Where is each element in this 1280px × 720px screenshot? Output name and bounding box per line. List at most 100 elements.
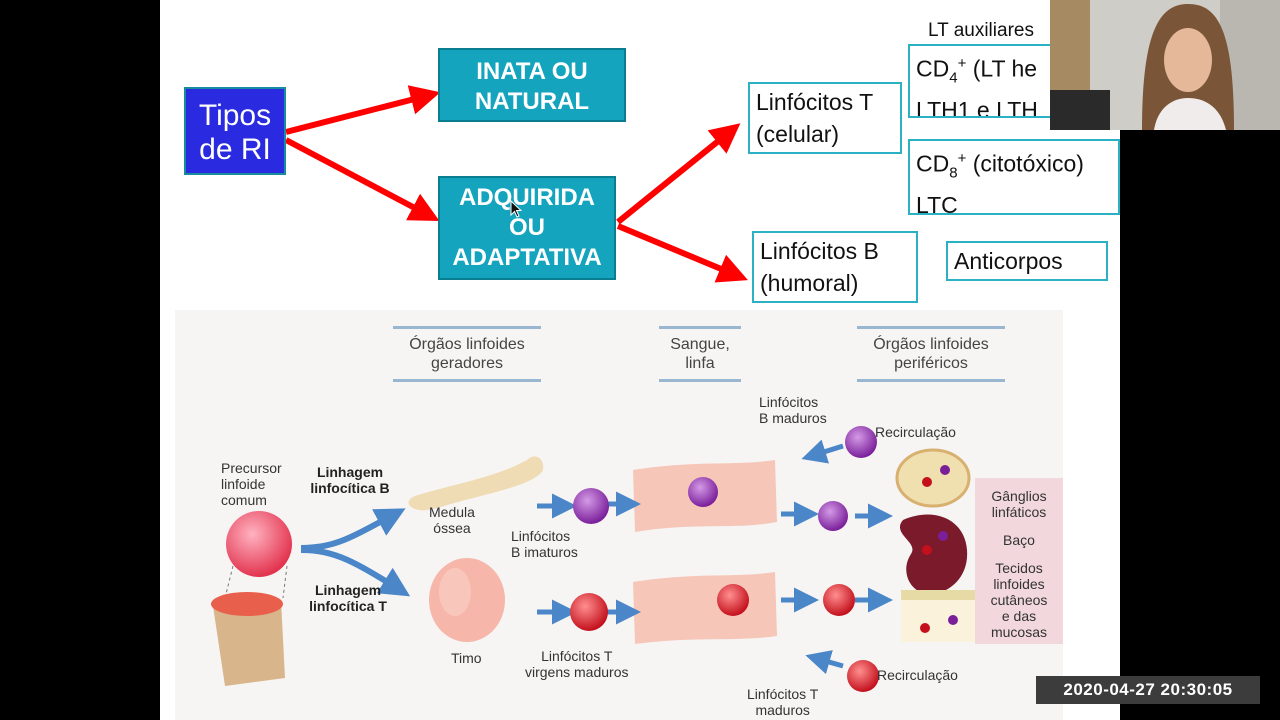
cd4-sup: + [957,55,967,72]
label-b-imaturos: Linfócitos B imaturos [511,528,578,560]
label-recirculacao-top: Recirculação [875,424,956,440]
label-t-maduros-line2: maduros [755,702,810,718]
spleen [899,514,968,595]
tipos-line2: de RI [199,133,271,166]
header-orgaos-perifericos: Órgãos linfoides periféricos [857,326,1005,382]
cd4-line1: CD4+ (LT he [916,48,1112,94]
bone-section [213,600,285,686]
t-cell-exiting [823,584,855,616]
header-perifericos-line2: periféricos [894,355,968,372]
label-t-virgens-line1: Linfócitos T [541,648,613,664]
label-linhagem-b: Linhagem linfocítica B [295,464,405,496]
arrow-to-linfocitos-t [616,123,741,225]
b-cell-immature [573,488,609,524]
label-b-maduros-line2: B maduros [759,410,827,426]
femur-bone [408,456,544,511]
label-b-maduros-line1: Linfócitos [759,394,819,410]
cd4-sub: 4 [949,69,958,87]
inata-box: INATA OU NATURAL [438,48,626,122]
label-recirculacao-bottom: Recirculação [877,667,958,683]
label-t-maduros-line1: Linfócitos T [747,686,819,702]
precursor-cell [226,511,292,577]
header-perifericos-line1: Órgãos linfoides [873,336,989,353]
b-cell-blood [688,477,718,507]
label-t-maduros: Linfócitos T maduros [747,686,818,718]
presenter-video-icon [1050,0,1280,130]
t-cell-mature [847,660,879,692]
cd8-sub: 8 [949,164,958,182]
label-tecidos-line2: linfoides [993,576,1045,592]
b-cell-exiting [818,501,848,531]
linfocitos-t-line1: Linfócitos T [756,89,874,115]
label-precursor: Precursor linfoide comum [221,460,282,508]
cd8-box: CD8+ (citotóxico) LTC [908,139,1120,218]
label-linhagem-t-line1: Linhagem [314,582,382,598]
label-tecidos-line1: Tecidos [995,560,1043,576]
label-ganglios: Gânglios linfáticos [975,488,1063,520]
header-orgaos-geradores: Órgãos linfoides geradores [393,326,541,382]
label-precursor-line2: linfoide [221,476,266,492]
linfocitos-b-line1: Linfócitos B [760,238,879,264]
video-timestamp: 2020-04-27 20:30:05 [1036,676,1260,704]
adquirida-box: ADQUIRIDA OU ADAPTATIVA [438,176,616,280]
cd4-rest: (LT he [966,55,1038,82]
lymphocyte-maturation-figure: Órgãos linfoides geradores Sangue, linfa… [175,310,1063,720]
label-medula: Medula óssea [429,504,475,536]
cd8-prefix: CD [916,150,950,177]
concept-arrows [284,85,748,283]
cd4-prefix: CD [916,55,950,82]
arrow-to-adquirida [284,137,440,222]
arrow-to-linfocitos-b [616,223,748,283]
label-baco: Baço [975,532,1063,548]
label-tecidos-line3: cutâneos [990,592,1048,608]
cd4-line2: LTH1 e LTH [916,97,1038,118]
t-cell-blood [717,584,749,616]
label-medula-line1: Medula [429,504,475,520]
presenter-webcam [1050,0,1280,130]
header-sangue-linfa: Sangue, linfa [659,326,741,382]
linfocitos-b-box: Linfócitos B (humoral) [752,231,918,303]
label-precursor-line1: Precursor [221,460,282,476]
label-b-imaturos-line1: Linfócitos [511,528,571,544]
header-sangue-line1: Sangue, [670,336,730,353]
cd8-rest: (citotóxico) [966,150,1084,177]
arrow-to-inata [285,85,441,135]
label-timo: Timo [451,650,482,666]
label-ganglios-line2: linfáticos [991,504,1047,520]
vessel-bottom [633,572,777,644]
label-ganglios-line1: Gânglios [991,488,1047,504]
label-linhagem-t-line2: linfocítica T [309,598,387,614]
label-t-virgens: Linfócitos T virgens maduros [525,648,629,680]
header-orgaos-geradores-line2: geradores [430,355,504,372]
header-sangue-line2: linfa [685,355,715,372]
header-orgaos-geradores-line1: Órgãos linfoides [409,336,525,353]
inata-line1: INATA OU [476,58,588,85]
label-t-virgens-line2: virgens maduros [525,664,629,680]
label-tecidos: Tecidos linfoides cutâneos e das mucosas [975,560,1063,640]
t-cell-virgin [570,593,608,631]
label-tecidos-line5: mucosas [990,624,1048,640]
tipos-line1: Tipos [198,99,272,132]
adquirida-line2: OU [509,214,545,241]
cd8-sup: + [957,150,967,167]
mouse-cursor-icon [510,200,523,218]
lt-auxiliares-label: LT auxiliares [928,20,1034,41]
label-b-imaturos-line2: B imaturos [511,544,578,560]
cd8-line1: CD8+ (citotóxico) [916,143,1112,189]
linfocitos-t-line2: (celular) [756,121,840,147]
label-tecidos-line4: e das [1001,608,1037,624]
label-linhagem-b-line2: linfocítica B [310,480,390,496]
inata-line2: NATURAL [474,88,590,115]
linfocitos-t-box: Linfócitos T (celular) [748,82,902,154]
tipos-de-ri-box: Tipos de RI [184,87,286,175]
cd8-line2: LTC [916,192,958,219]
linfocitos-b-line2: (humoral) [760,270,859,296]
presentation-slide: Tipos de RI INATA OU NATURAL ADQUIRIDA O… [160,0,1120,720]
adquirida-line3: ADAPTATIVA [452,244,602,271]
label-b-maduros: Linfócitos B maduros [759,394,827,426]
label-linhagem-b-line1: Linhagem [316,464,384,480]
adquirida-line1: ADQUIRIDA [459,184,595,211]
label-medula-line2: óssea [433,520,471,536]
label-linhagem-t: Linhagem linfocítica T [293,582,403,614]
lymph-node [895,448,971,508]
